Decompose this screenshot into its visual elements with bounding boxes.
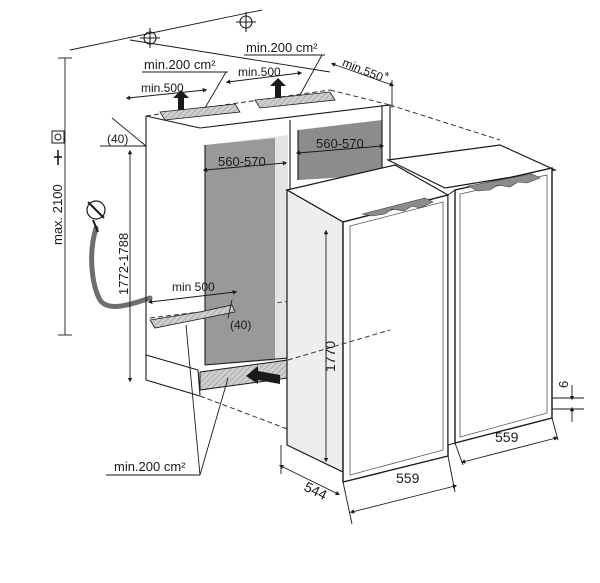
left-niche-interior xyxy=(199,135,289,391)
width-right-label: 560-570 xyxy=(316,136,364,151)
vent-up-arrow-right-icon xyxy=(270,78,286,98)
max-height-label: max. 2100 xyxy=(50,184,65,245)
power-socket-icon xyxy=(51,130,65,144)
appliance-width-dims: 559 559 xyxy=(349,417,559,514)
vent-len-right: min.500 xyxy=(238,65,281,79)
bottom-len-label: min 500 xyxy=(172,280,215,294)
plug-icon xyxy=(86,200,106,220)
width-559-right-label: 559 xyxy=(495,429,519,445)
niche-height-label: 1772-1788 xyxy=(116,233,131,295)
max-height-dimension: max. 2100 xyxy=(50,57,72,336)
niche-height: 1772-1788 xyxy=(116,149,133,383)
vent-area-right: min.200 cm² xyxy=(246,40,318,55)
top-vents xyxy=(159,78,336,121)
gap-top-label: (40) xyxy=(107,132,128,146)
gap-bottom-label: (40) xyxy=(230,318,251,332)
appliance-front xyxy=(285,164,450,483)
top-gap: (40) xyxy=(100,117,147,147)
width-559-left-label: 559 xyxy=(396,470,420,486)
depth-544-label: 544 xyxy=(302,478,330,503)
guide-lines xyxy=(287,104,501,361)
top-vent-labels: min.200 cm² min.200 cm² min.500 min.500 … xyxy=(125,40,395,109)
niche-widths: 560-570 560-570 xyxy=(202,136,385,173)
gap-6-label: 6 xyxy=(556,381,571,388)
appliance-height-label: 1770 xyxy=(322,341,338,372)
appliance-height-dim: 1770 xyxy=(286,200,338,463)
vent-area-bottom: min.200 cm² xyxy=(114,459,186,474)
vent-area-left: min.200 cm² xyxy=(144,57,216,72)
top-socket-symbols xyxy=(69,9,331,73)
bottom-vent-arrow-icon xyxy=(246,366,280,384)
gap-6-dim: 6 xyxy=(552,381,584,422)
bottom-vent-callout: min.200 cm² xyxy=(106,324,229,476)
bottom-vent-dims: min 500 (40) xyxy=(147,280,251,332)
